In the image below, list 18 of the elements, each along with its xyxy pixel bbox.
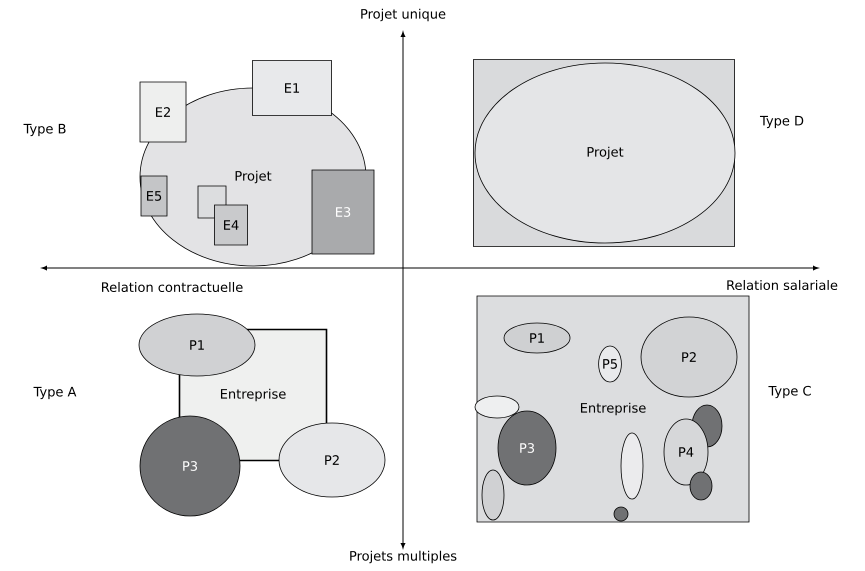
quadrant-label: Type A xyxy=(34,386,76,400)
quadrant-label: Type D xyxy=(760,116,804,128)
ellipse xyxy=(690,472,712,500)
circle xyxy=(614,506,628,522)
axis-label: Relation contractuelle xyxy=(102,282,243,292)
quadrant-label: Type B xyxy=(24,124,66,136)
entity-box: E1 xyxy=(252,60,332,116)
entity-box: E2 xyxy=(140,82,186,142)
ellipse xyxy=(620,432,644,500)
ellipse xyxy=(474,396,520,418)
axis-label: Projets multiples xyxy=(350,550,456,564)
quadrant-label: Type C xyxy=(768,386,811,398)
ellipse xyxy=(482,470,504,520)
entity-box: E3 xyxy=(312,170,374,254)
axis-label: Projet unique xyxy=(361,8,446,22)
entity-box: E5 xyxy=(140,176,168,216)
axis-label: Relation salariale xyxy=(727,280,838,290)
entity-box: E4 xyxy=(214,204,248,246)
